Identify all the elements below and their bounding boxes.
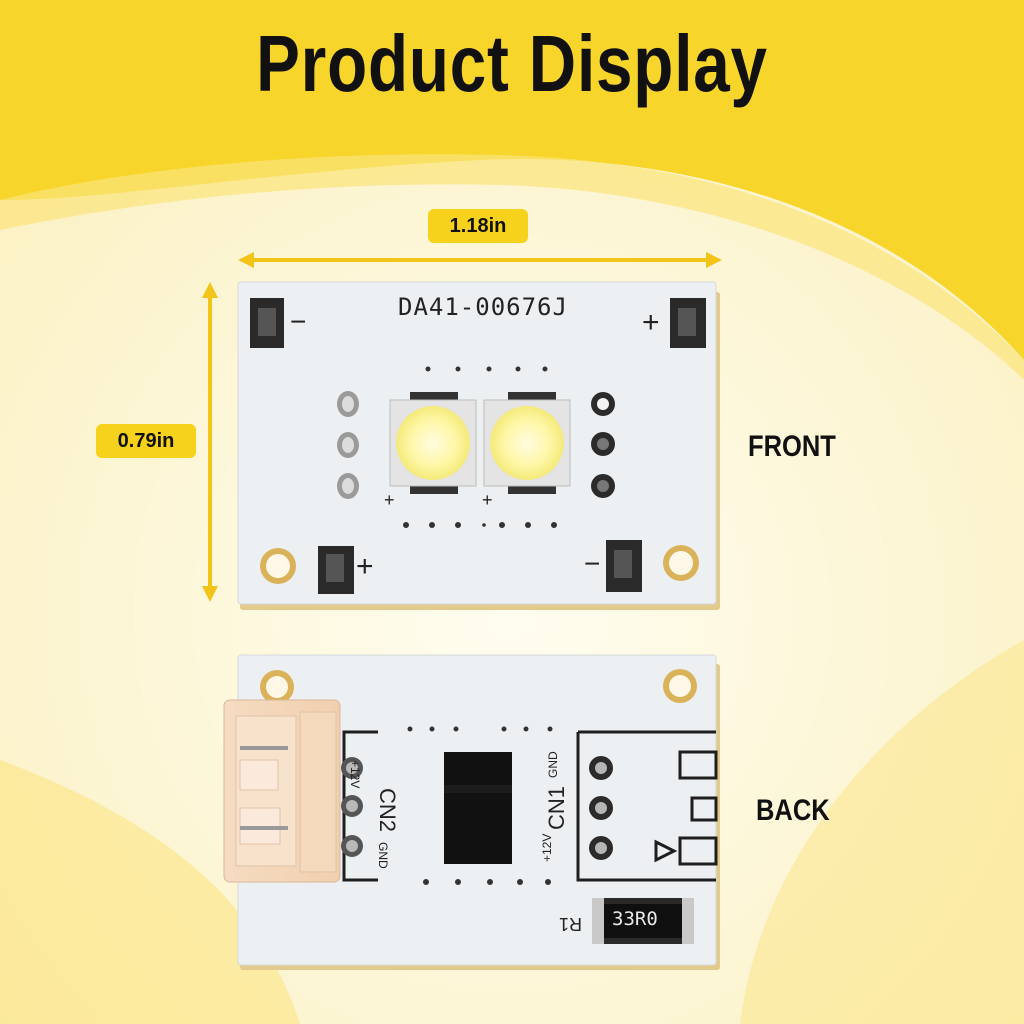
ic-chip bbox=[444, 752, 512, 864]
front-board bbox=[237, 281, 720, 610]
front-view-label: FRONT bbox=[748, 430, 836, 463]
width-label: 1.18in bbox=[428, 209, 528, 243]
cn1-label: CN1 bbox=[544, 785, 569, 830]
height-label: 0.79in bbox=[96, 424, 196, 458]
led-right-plus: + bbox=[482, 490, 493, 510]
width-dimension-arrow bbox=[238, 252, 722, 268]
cn1-pins bbox=[589, 756, 613, 860]
front-right-pins bbox=[591, 392, 615, 498]
led-left bbox=[389, 392, 477, 494]
led-left-plus: + bbox=[384, 490, 395, 510]
minus-sign-top-left: − bbox=[290, 306, 307, 337]
plus-sign-bottom-left: + bbox=[356, 550, 374, 583]
r1-label: R1 bbox=[558, 914, 582, 934]
cn1-v12-label: +12V bbox=[540, 833, 554, 862]
part-number-label: DA41-00676J bbox=[398, 293, 568, 321]
top-yellow-wave bbox=[0, 0, 1024, 360]
cn2-label: CN2 bbox=[375, 788, 400, 833]
connector-housing bbox=[223, 699, 341, 883]
back-board bbox=[223, 654, 720, 970]
plus-sign-top-right: + bbox=[642, 306, 660, 339]
height-dimension-arrow bbox=[202, 282, 218, 602]
pin1-marker bbox=[654, 839, 678, 863]
front-left-pins bbox=[337, 391, 359, 499]
cn1-gnd-label: GND bbox=[546, 751, 560, 778]
bottom-right-wave bbox=[740, 640, 1024, 1024]
page-title: Product Display bbox=[256, 19, 768, 108]
back-view-label: BACK bbox=[756, 794, 830, 827]
bottom-left-wave bbox=[0, 760, 300, 1024]
minus-sign-bottom-right: − bbox=[584, 548, 601, 579]
cn2-v12-label: +12V bbox=[348, 760, 362, 789]
resistor-code: 33R0 bbox=[612, 908, 658, 930]
cn2-gnd-label: GND bbox=[376, 842, 390, 869]
led-right bbox=[483, 392, 571, 494]
cn2-pins bbox=[341, 757, 363, 857]
